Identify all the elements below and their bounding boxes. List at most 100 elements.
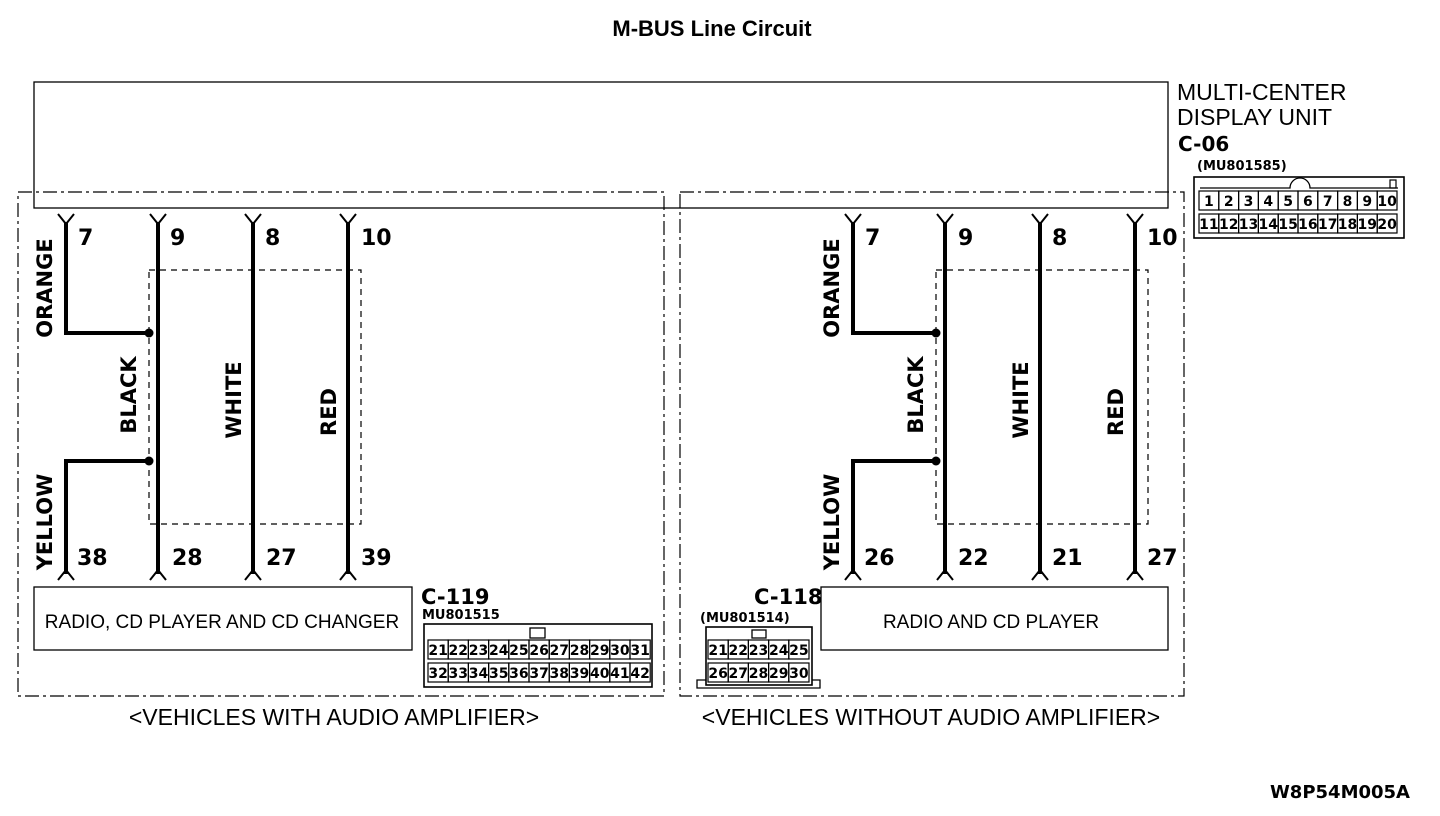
c119-pin-label: 33: [449, 666, 468, 682]
left-wire-white: [244, 213, 262, 581]
c119-pin-label: 40: [590, 666, 610, 682]
right-wire-white-label: WHITE: [1009, 361, 1033, 438]
left-wire-orange: [57, 213, 149, 335]
left-red-top-pin: 10: [361, 226, 392, 251]
c119-pin-label: 27: [550, 643, 569, 659]
page-title: M-BUS Line Circuit: [612, 16, 812, 41]
display-unit-name-line1: MULTI-CENTER: [1177, 79, 1347, 105]
c119-pin-label: 22: [449, 643, 468, 659]
right-yellow-bottom-pin: 26: [864, 546, 895, 571]
right-splice-dot-yellow: [931, 456, 941, 466]
c118-pin-label: 24: [769, 643, 789, 659]
c118-pin-label: 30: [789, 666, 809, 682]
right-white-bottom-pin: 21: [1052, 546, 1083, 571]
c06-pin-cell: [1376, 190, 1398, 211]
c06-pin-label: 15: [1278, 217, 1297, 233]
left-wire-red: [339, 213, 357, 581]
right-unit-box: [820, 586, 1169, 651]
diagram-code: W8P54M005A: [1270, 782, 1410, 803]
c06-pin-label: 1: [1204, 194, 1214, 210]
right-wire-orange: [844, 213, 936, 335]
c119-pin-label: 29: [590, 643, 609, 659]
c119-pin-label: 34: [469, 666, 489, 682]
c119-pin-cell: [629, 662, 651, 683]
c06-pin-label: 18: [1338, 217, 1357, 233]
c06-pin-label: 20: [1377, 217, 1397, 233]
left-connector-id: C-119: [421, 585, 489, 609]
c119-pin-label: 39: [570, 666, 589, 682]
c119-pin-label: 31: [630, 643, 649, 659]
left-panel-caption: <VEHICLES WITH AUDIO AMPLIFIER>: [129, 704, 539, 730]
c118-pin-label: 23: [749, 643, 768, 659]
left-black-top-pin: 9: [170, 226, 185, 251]
right-red-top-pin: 10: [1147, 226, 1178, 251]
c06-pin-label: 19: [1358, 217, 1377, 233]
c119-pin-cell: [629, 639, 651, 660]
right-white-top-pin: 8: [1052, 226, 1067, 251]
right-wire-red: [1126, 213, 1144, 581]
c119-pin-label: 21: [428, 643, 447, 659]
c119-pin-label: 36: [509, 666, 528, 682]
c06-pin-label: 9: [1362, 194, 1372, 210]
right-connector-part-number: (MU801514): [700, 611, 790, 626]
left-splice-dot-yellow: [144, 456, 154, 466]
left-red-bottom-pin: 39: [361, 546, 392, 571]
c06-pin-label: 17: [1318, 217, 1337, 233]
c06-pin-label: 7: [1323, 194, 1333, 210]
left-wire-yellow: [57, 459, 149, 581]
left-unit-box: [33, 586, 413, 651]
c06-pin-cell: [1376, 213, 1398, 234]
right-wire-orange-label: ORANGE: [820, 238, 844, 337]
left-white-top-pin: 8: [265, 226, 280, 251]
c119-pin-label: 30: [610, 643, 630, 659]
left-wire-black: [149, 213, 167, 581]
c119-pin-label: 32: [428, 666, 447, 682]
c119-pin-label: 42: [630, 666, 649, 682]
c06-pin-label: 2: [1224, 194, 1234, 210]
right-wire-yellow-label: YELLOW: [820, 474, 844, 572]
display-unit-part-number: (MU801585): [1197, 159, 1287, 174]
display-unit-box: [33, 81, 1169, 209]
c06-pin-label: 12: [1219, 217, 1238, 233]
left-unit-name: RADIO, CD PLAYER AND CD CHANGER: [45, 612, 399, 633]
c06-pin-label: 8: [1343, 194, 1353, 210]
c118-pin-label: 27: [729, 666, 748, 682]
c119-pin-label: 26: [529, 643, 548, 659]
display-unit-connector-id: C-06: [1178, 132, 1229, 156]
right-wire-red-label: RED: [1104, 388, 1128, 436]
left-white-bottom-pin: 27: [266, 546, 297, 571]
left-splice-dot-orange: [144, 328, 154, 338]
c06-pin-label: 4: [1263, 194, 1273, 210]
c118-pin-label: 26: [708, 666, 727, 682]
left-wire-black-label: BLACK: [117, 356, 141, 434]
c06-pin-label: 16: [1298, 217, 1317, 233]
right-unit-name: RADIO AND CD PLAYER: [883, 612, 1099, 633]
right-connector-id: C-118: [754, 585, 822, 609]
right-wire-black: [936, 213, 954, 581]
c119-pin-label: 38: [550, 666, 569, 682]
c119-pin-label: 23: [469, 643, 488, 659]
right-splice-dot-orange: [931, 328, 941, 338]
c119-pin-label: 35: [489, 666, 508, 682]
left-orange-top-pin: 7: [78, 226, 93, 251]
c06-pin-label: 10: [1377, 194, 1397, 210]
c118-pin-label: 29: [769, 666, 788, 682]
right-black-top-pin: 9: [958, 226, 973, 251]
c119-pin-label: 28: [570, 643, 589, 659]
left-wire-orange-label: ORANGE: [33, 238, 57, 337]
c119-pin-label: 37: [529, 666, 548, 682]
c06-pin-label: 11: [1199, 217, 1218, 233]
c06-pin-label: 14: [1259, 217, 1279, 233]
left-connector-part-number: MU801515: [422, 608, 500, 623]
left-black-bottom-pin: 28: [172, 546, 203, 571]
right-orange-top-pin: 7: [865, 226, 880, 251]
left-yellow-bottom-pin: 38: [77, 546, 108, 571]
left-wire-yellow-label: YELLOW: [33, 474, 57, 572]
c06-pin-label: 5: [1283, 194, 1293, 210]
c06-pin-label: 3: [1244, 194, 1254, 210]
display-unit-name-line2: DISPLAY UNIT: [1177, 104, 1332, 130]
